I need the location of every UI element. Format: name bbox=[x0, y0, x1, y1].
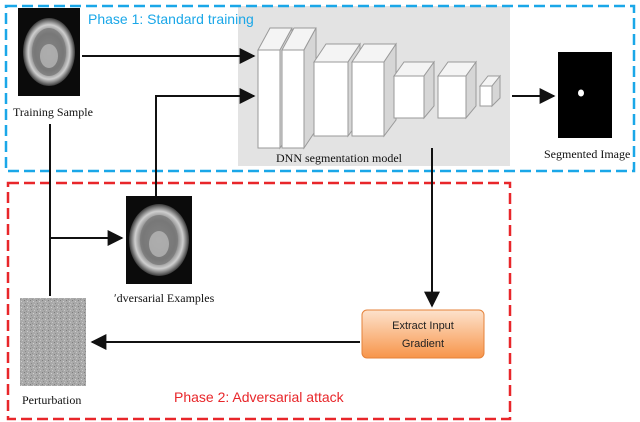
phase1-boundary bbox=[4, 4, 636, 173]
network-layers bbox=[257, 27, 502, 150]
perturbation-image bbox=[20, 298, 86, 386]
flow-arrows bbox=[49, 48, 556, 350]
phase2-boundary bbox=[6, 181, 512, 421]
segmented-image bbox=[558, 52, 612, 138]
training-sample-image bbox=[18, 8, 80, 96]
extract-gradient-box bbox=[361, 309, 485, 359]
adversarial-example-image bbox=[126, 196, 192, 284]
arrow-adversarial-to-model bbox=[155, 88, 256, 196]
extract-gradient-label-line2: Gradient bbox=[402, 338, 444, 350]
segmented-image-label: Segmented Image bbox=[544, 147, 630, 161]
adversarial-examples-label: ʹdversarial Examples bbox=[114, 291, 215, 305]
training-sample-label: Training Sample bbox=[13, 105, 93, 119]
phase1-label: Phase 1: Standard training bbox=[88, 11, 254, 27]
phase2-label: Phase 2: Adversarial attack bbox=[174, 389, 345, 405]
perturbation-label: Perturbation bbox=[22, 393, 81, 407]
dnn-model-label: DNN segmentation model bbox=[276, 151, 403, 165]
extract-gradient-label-line1: Extract Input bbox=[392, 320, 454, 332]
